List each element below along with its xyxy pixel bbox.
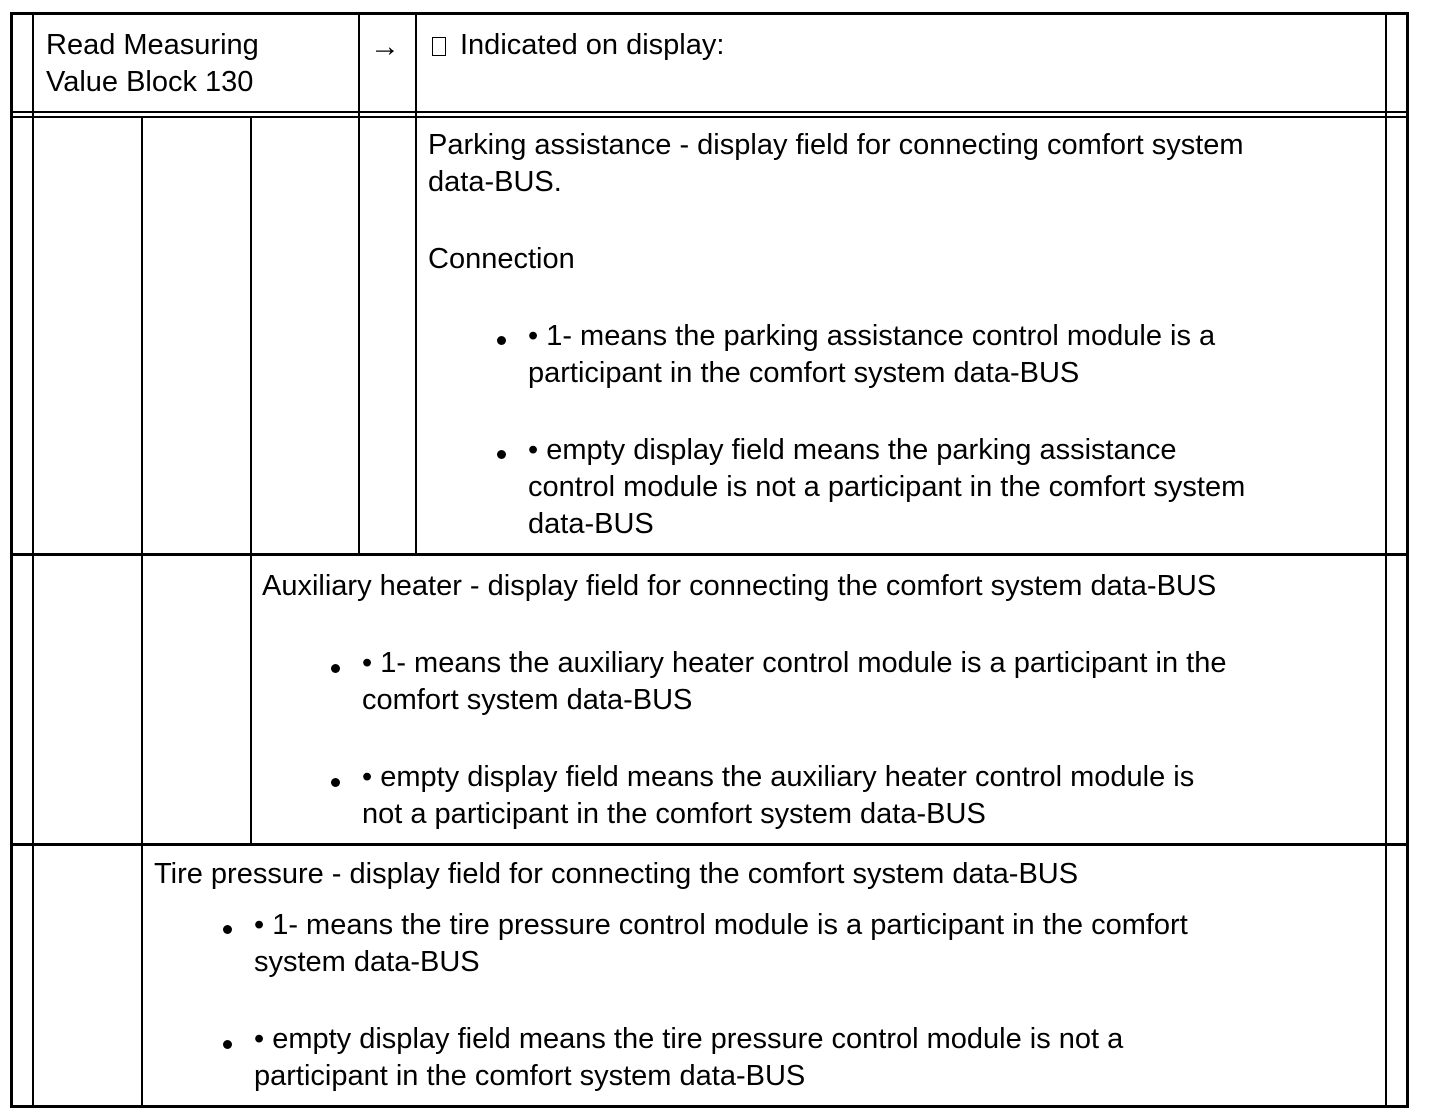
- tire-bullet-2-line2: participant in the comfort system data-B…: [254, 1060, 806, 1092]
- column-divider: [250, 116, 252, 845]
- indicated-text: Indicated on display:: [460, 29, 725, 61]
- bullet-dot-icon: [497, 450, 506, 459]
- aux-heater-title: Auxiliary heater - display field for con…: [262, 570, 1217, 602]
- table-border-right: [1406, 12, 1409, 1108]
- column-divider: [415, 12, 417, 555]
- row-divider: [10, 116, 1409, 118]
- bullet-dot-icon: [331, 664, 340, 673]
- tire-bullet-1-line2: system data-BUS: [254, 946, 480, 978]
- parking-bullet-2-line2: control module is not a participant in t…: [528, 471, 1246, 503]
- column-divider: [1385, 12, 1387, 1108]
- aux-bullet-2-line2: not a participant in the comfort system …: [362, 798, 986, 830]
- indicated-on-display: Indicated on display:: [432, 27, 724, 64]
- bullet-dot-icon: [223, 925, 232, 934]
- parking-bullet-1-line2: participant in the comfort system data-B…: [528, 357, 1080, 389]
- parking-title-line2: data-BUS.: [428, 166, 562, 198]
- parking-bullet-2-line1: • empty display field means the parking …: [528, 434, 1177, 466]
- square-checkbox-icon: [432, 37, 446, 56]
- table-border-left: [10, 12, 13, 1108]
- table-border-bottom: [10, 1105, 1409, 1108]
- tire-bullet-2-line1: • empty display field means the tire pre…: [254, 1023, 1124, 1055]
- row-divider: [10, 553, 1409, 556]
- aux-bullet-1-line2: comfort system data-BUS: [362, 684, 693, 716]
- aux-bullet-2-line1: • empty display field means the auxiliar…: [362, 761, 1195, 793]
- connection-label: Connection: [428, 243, 575, 275]
- row-divider: [10, 843, 1409, 846]
- aux-bullet-1-line1: • 1- means the auxiliary heater control …: [362, 647, 1227, 679]
- step-label-line2: Value Block 130: [46, 66, 254, 98]
- table-border-top: [10, 12, 1409, 15]
- bullet-dot-icon: [331, 778, 340, 787]
- row-divider: [10, 111, 1409, 113]
- tire-bullet-1-line1: • 1- means the tire pressure control mod…: [254, 909, 1188, 941]
- bullet-dot-icon: [223, 1040, 232, 1049]
- parking-bullet-1-line1: • 1- means the parking assistance contro…: [528, 320, 1216, 352]
- parking-bullet-2-line3: data-BUS: [528, 508, 654, 540]
- parking-title-line1: Parking assistance - display field for c…: [428, 129, 1244, 161]
- bullet-dot-icon: [497, 336, 506, 345]
- column-divider: [141, 116, 143, 1108]
- tire-pressure-title: Tire pressure - display field for connec…: [154, 858, 1079, 890]
- column-divider: [358, 12, 360, 555]
- step-label-line1: Read Measuring: [46, 29, 259, 61]
- column-divider: [32, 12, 34, 1108]
- right-arrow-icon: →: [370, 30, 400, 63]
